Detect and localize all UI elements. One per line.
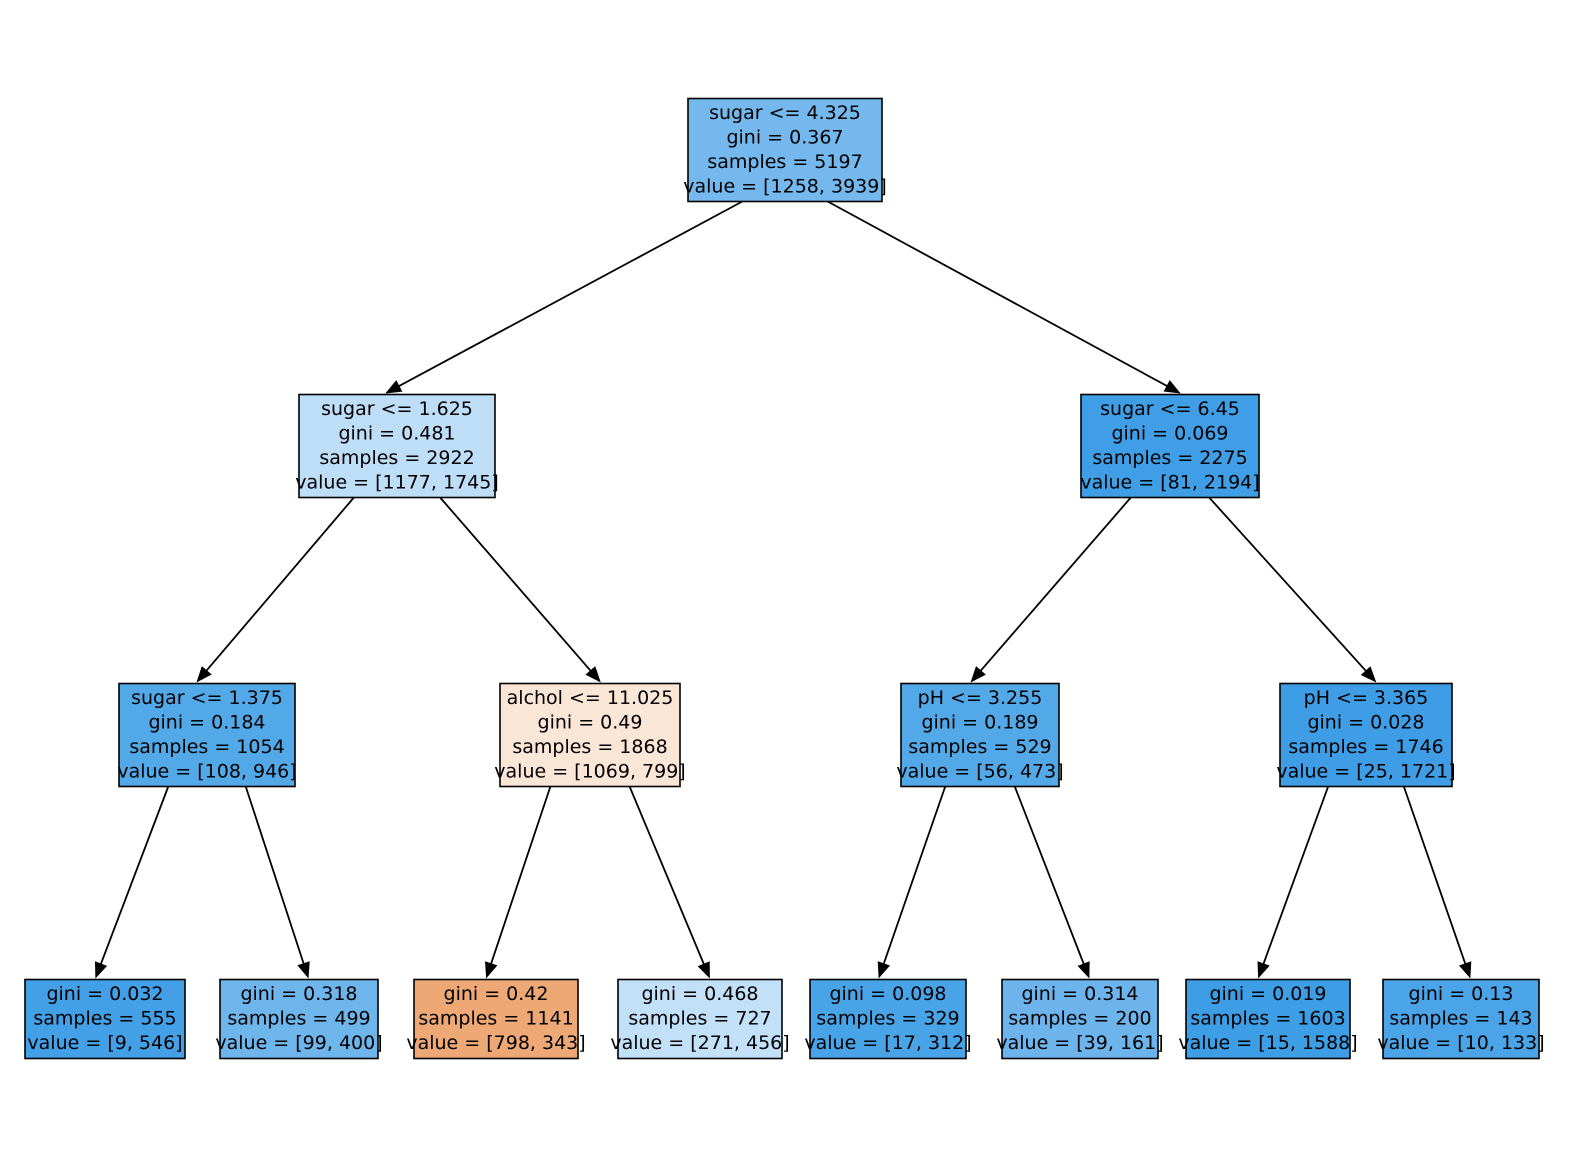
tree-edge xyxy=(485,786,552,979)
node-samples-text: samples = 2922 xyxy=(319,447,474,469)
tree-edge xyxy=(628,786,710,979)
node-gini-text: gini = 0.367 xyxy=(726,126,843,148)
tree-edges-layer xyxy=(94,200,1472,979)
node-samples-text: samples = 1746 xyxy=(1288,736,1443,758)
tree-edge xyxy=(970,496,1132,683)
node-samples-text: samples = 555 xyxy=(33,1008,176,1030)
node-value-text: value = [271, 456] xyxy=(610,1032,789,1054)
node-box xyxy=(219,978,379,1060)
node-condition-text: sugar <= 1.375 xyxy=(131,687,283,709)
node-condition-text: sugar <= 4.325 xyxy=(709,102,861,124)
node-box xyxy=(1001,978,1159,1060)
node-box xyxy=(24,978,186,1060)
node-value-text: value = [17, 312] xyxy=(804,1032,971,1054)
node-samples-text: samples = 727 xyxy=(628,1008,771,1030)
node-samples-text: samples = 499 xyxy=(227,1008,370,1030)
node-condition-text: sugar <= 6.45 xyxy=(1100,398,1240,420)
node-gini-text: gini = 0.13 xyxy=(1409,983,1514,1005)
node-samples-text: samples = 1868 xyxy=(512,736,667,758)
tree-edge xyxy=(827,200,1181,394)
node-gini-text: gini = 0.49 xyxy=(538,711,643,733)
node-samples-text: samples = 2275 xyxy=(1092,447,1247,469)
node-value-text: value = [108, 946] xyxy=(117,760,296,782)
node-gini-text: gini = 0.314 xyxy=(1021,983,1138,1005)
tree-edge xyxy=(94,786,170,979)
node-condition-text: alchol <= 11.025 xyxy=(507,687,674,709)
node-value-text: value = [10, 133] xyxy=(1377,1032,1544,1054)
node-gini-text: gini = 0.189 xyxy=(921,711,1038,733)
node-samples-text: samples = 200 xyxy=(1008,1008,1151,1030)
tree-edge xyxy=(1257,786,1330,979)
node-box xyxy=(687,97,883,203)
node-value-text: value = [1069, 799] xyxy=(494,760,685,782)
node-value-text: value = [15, 1588] xyxy=(1178,1032,1357,1054)
node-box xyxy=(617,978,783,1060)
node-condition-text: sugar <= 1.625 xyxy=(321,398,473,420)
tree-edge xyxy=(1402,786,1472,979)
tree-edge xyxy=(1208,496,1377,683)
node-value-text: value = [1258, 3939] xyxy=(683,175,887,197)
tree-edge xyxy=(439,496,601,683)
node-samples-text: samples = 5197 xyxy=(707,151,862,173)
node-samples-text: samples = 529 xyxy=(908,736,1051,758)
tree-edge xyxy=(877,786,947,979)
node-gini-text: gini = 0.42 xyxy=(444,983,549,1005)
tree-edge xyxy=(1013,786,1090,979)
node-samples-text: samples = 1603 xyxy=(1190,1008,1345,1030)
tree-edge xyxy=(244,786,310,979)
node-box xyxy=(413,978,579,1060)
node-box xyxy=(298,393,496,499)
node-box xyxy=(499,682,681,788)
node-gini-text: gini = 0.032 xyxy=(46,983,163,1005)
node-box xyxy=(809,978,967,1060)
node-samples-text: samples = 1054 xyxy=(129,736,284,758)
node-value-text: value = [1177, 1745] xyxy=(295,471,499,493)
node-gini-text: gini = 0.481 xyxy=(338,422,455,444)
node-gini-text: gini = 0.184 xyxy=(148,711,265,733)
node-samples-text: samples = 143 xyxy=(1389,1008,1532,1030)
node-box xyxy=(1382,978,1540,1060)
node-gini-text: gini = 0.098 xyxy=(829,983,946,1005)
node-condition-text: pH <= 3.255 xyxy=(918,687,1043,709)
node-box xyxy=(1080,393,1260,499)
node-value-text: value = [99, 400] xyxy=(215,1032,382,1054)
node-box xyxy=(118,682,296,788)
node-samples-text: samples = 329 xyxy=(816,1008,959,1030)
node-value-text: value = [9, 546] xyxy=(27,1032,182,1054)
node-value-text: value = [798, 343] xyxy=(406,1032,585,1054)
node-value-text: value = [81, 2194] xyxy=(1080,471,1259,493)
node-gini-text: gini = 0.069 xyxy=(1111,422,1228,444)
node-gini-text: gini = 0.318 xyxy=(240,983,357,1005)
node-value-text: value = [25, 1721] xyxy=(1276,760,1455,782)
node-box xyxy=(900,682,1060,788)
node-box xyxy=(1279,682,1453,788)
node-gini-text: gini = 0.019 xyxy=(1209,983,1326,1005)
node-samples-text: samples = 1141 xyxy=(418,1008,573,1030)
node-gini-text: gini = 0.468 xyxy=(641,983,758,1005)
node-box xyxy=(1185,978,1351,1060)
node-value-text: value = [39, 161] xyxy=(996,1032,1163,1054)
node-value-text: value = [56, 473] xyxy=(896,760,1063,782)
node-condition-text: pH <= 3.365 xyxy=(1304,687,1429,709)
tree-edge xyxy=(196,496,355,683)
node-gini-text: gini = 0.028 xyxy=(1307,711,1424,733)
tree-edge xyxy=(385,200,743,394)
